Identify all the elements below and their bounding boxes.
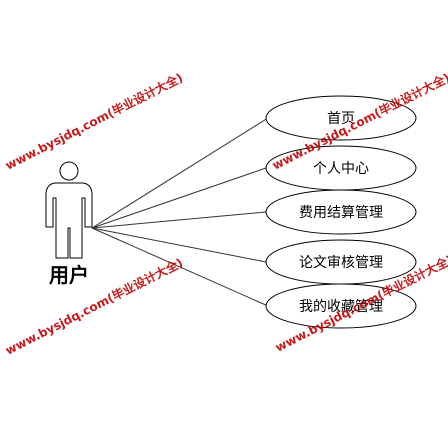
association-favorites <box>91 227 269 307</box>
use-case-ellipse <box>265 283 417 329</box>
use-case-favorites: 我的收藏管理 <box>265 283 417 329</box>
actor-body <box>45 182 93 259</box>
actor-head <box>59 161 79 181</box>
association-personal-center <box>91 167 267 229</box>
watermark-text: www.bysjdq.com(毕业设计大全) <box>3 70 186 173</box>
use-case-ellipse <box>265 189 417 235</box>
use-case-label: 论文审核管理 <box>299 255 383 271</box>
association-thesis-review <box>91 227 267 263</box>
actor-user <box>45 161 93 259</box>
associations <box>91 117 269 307</box>
watermark-text: www.bysjdq.com(毕业设计大全) <box>3 255 186 358</box>
association-fee-settlement <box>91 211 267 229</box>
use-case-label: 首页 <box>327 111 355 127</box>
use-case-label: 我的收藏管理 <box>299 299 383 315</box>
use-case-personal-center: 个人中心 <box>265 145 417 191</box>
use-case-thesis-review: 论文审核管理 <box>265 239 417 285</box>
use-case-label: 费用结算管理 <box>299 205 383 221</box>
association-homepage <box>91 117 269 229</box>
actor-label: 用户 <box>49 263 89 287</box>
use-case-label: 个人中心 <box>313 161 369 177</box>
use-case-ellipse <box>265 95 417 141</box>
use-case-fee-settlement: 费用结算管理 <box>265 189 417 235</box>
use-case-homepage: 首页 <box>265 95 417 141</box>
